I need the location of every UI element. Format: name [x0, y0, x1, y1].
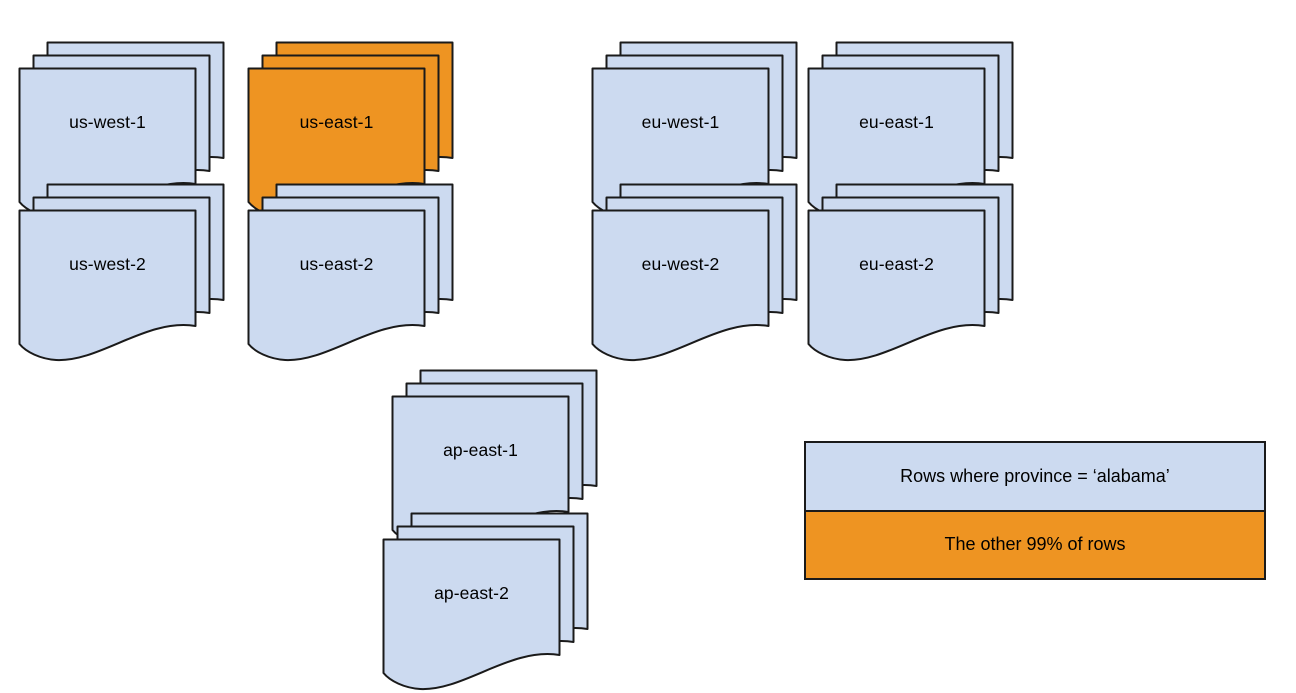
document-stack-shape-us-west-2: [18, 183, 225, 362]
legend-label-alabama: Rows where province = ‘alabama’: [900, 465, 1170, 486]
document-stack-shape-us-east-1: [247, 41, 454, 220]
document-stack-ap-east-1[interactable]: ap-east-1: [391, 369, 601, 550]
legend-row-alabama: Rows where province = ‘alabama’: [806, 443, 1264, 512]
document-sheet-3: [591, 209, 770, 362]
document-stack-shape-ap-east-1: [391, 369, 598, 548]
legend-row-other-99: The other 99% of rows: [806, 511, 1264, 578]
document-stack-us-east-1[interactable]: us-east-1: [247, 41, 457, 222]
document-stack-eu-west-2[interactable]: eu-west-2: [591, 183, 801, 364]
document-stack-us-east-2[interactable]: us-east-2: [247, 183, 457, 364]
document-stack-us-west-1[interactable]: us-west-1: [18, 41, 228, 222]
document-stack-eu-east-2[interactable]: eu-east-2: [807, 183, 1017, 364]
document-sheet-3: [807, 209, 986, 362]
document-sheet-3: [382, 538, 561, 691]
document-stack-shape-eu-east-2: [807, 183, 1014, 362]
document-stack-ap-east-2[interactable]: ap-east-2: [382, 512, 592, 693]
document-stack-shape-eu-west-2: [591, 183, 798, 362]
document-stack-eu-west-1[interactable]: eu-west-1: [591, 41, 801, 222]
document-stack-shape-ap-east-2: [382, 512, 589, 691]
document-stack-shape-us-west-1: [18, 41, 225, 220]
legend-label-other-99: The other 99% of rows: [944, 534, 1126, 555]
document-sheet-3: [247, 209, 426, 362]
document-stack-shape-eu-east-1: [807, 41, 1014, 220]
document-stack-us-west-2[interactable]: us-west-2: [18, 183, 228, 364]
document-stack-shape-us-east-2: [247, 183, 454, 362]
document-stack-shape-eu-west-1: [591, 41, 798, 220]
document-sheet-3: [18, 209, 197, 362]
legend: Rows where province = ‘alabama’ The othe…: [804, 441, 1266, 580]
